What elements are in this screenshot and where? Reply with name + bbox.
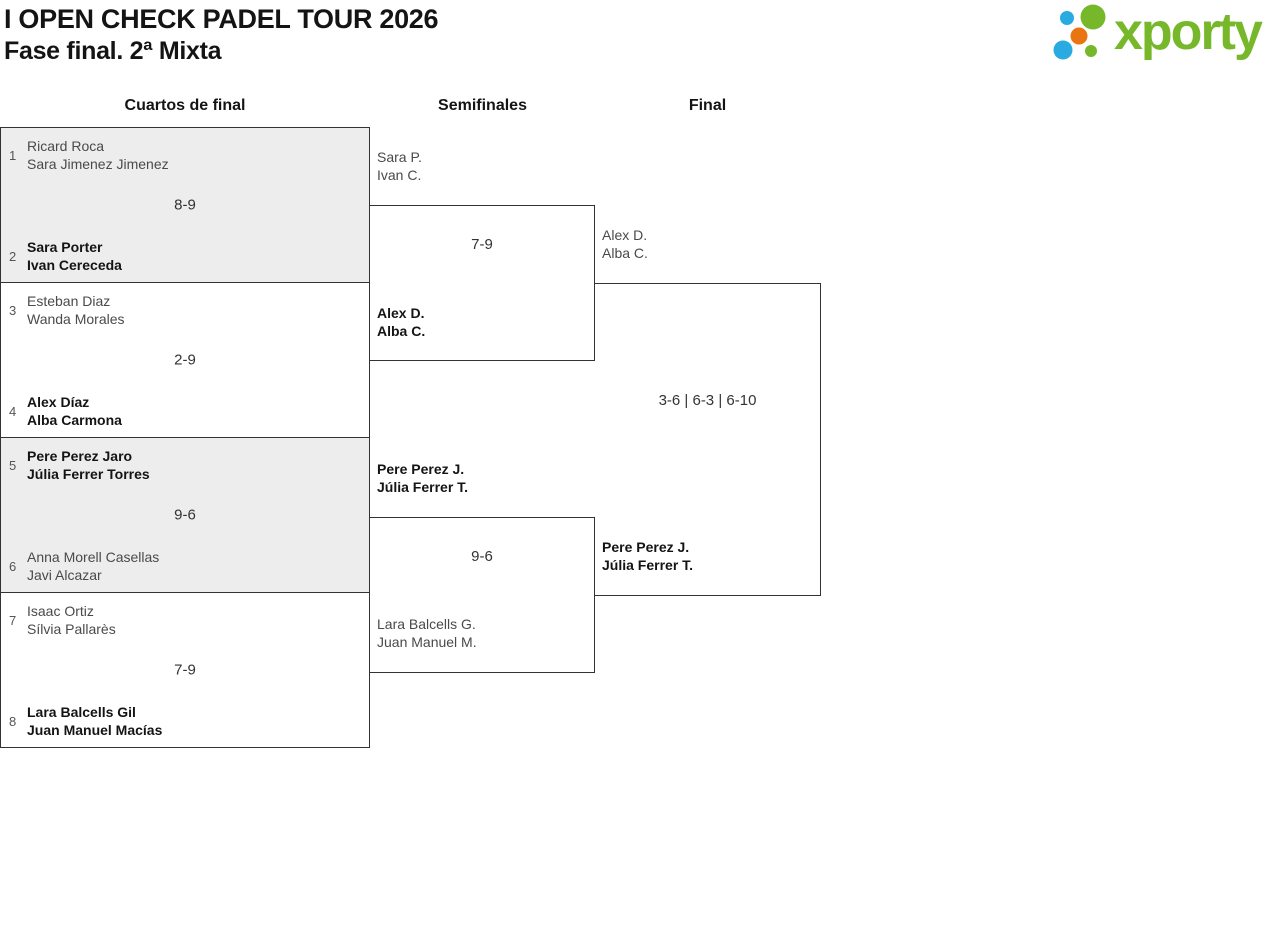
sf1-team-bottom-label: Alex D.Alba C. — [377, 305, 426, 339]
sf2-team-bottom-label: Lara Balcells G.Juan Manuel M. — [377, 616, 477, 650]
seed-number: 4 — [9, 403, 17, 419]
header-title-block: I OPEN CHECK PADEL TOUR 2026 Fase final.… — [4, 2, 439, 67]
sf1-score: 7-9 — [471, 236, 493, 253]
seed-number: 6 — [9, 558, 17, 574]
final-team-top-label: Alex D.Alba C. — [602, 227, 648, 261]
sf1-team-top-label: Sara P.Ivan C. — [377, 149, 422, 183]
seed-number: 1 — [9, 147, 17, 163]
round-header-final: Final — [688, 97, 727, 114]
seed-number: 5 — [9, 457, 17, 473]
sf2-team-top-label: Pere Perez J.Júlia Ferrer T. — [377, 461, 469, 495]
xporty-logo[interactable]: xporty — [1048, 3, 1274, 69]
final-team-bottom-label: Pere Perez J.Júlia Ferrer T. — [602, 539, 694, 573]
phase-subtitle: Fase final. 2ª Mixta — [4, 37, 222, 65]
match-score: 7-9 — [174, 661, 196, 679]
logo-dot-green-large — [1080, 4, 1106, 30]
xporty-logo-dots-icon — [1053, 4, 1106, 60]
seed-number: 8 — [9, 713, 17, 729]
round-header-quarterfinals: Cuartos de final — [124, 97, 246, 114]
logo-dot-green-small — [1085, 45, 1097, 57]
logo-dot-blue-small — [1060, 11, 1074, 25]
xporty-logo-text: xporty — [1114, 3, 1263, 61]
seed-number: 3 — [9, 302, 17, 318]
seed-number: 7 — [9, 612, 17, 628]
logo-dot-blue-large — [1053, 40, 1073, 60]
round-header-semifinals: Semifinales — [438, 97, 527, 114]
final-score: 3-6 | 6-3 | 6-10 — [658, 392, 757, 409]
logo-dot-orange — [1070, 27, 1088, 45]
seed-number: 2 — [9, 248, 17, 264]
final-box — [594, 283, 821, 596]
tournament-title: I OPEN CHECK PADEL TOUR 2026 — [4, 4, 439, 34]
match-score: 9-6 — [174, 506, 196, 524]
match-score: 2-9 — [174, 351, 196, 369]
match-score: 8-9 — [174, 196, 196, 214]
sf2-score: 9-6 — [471, 548, 493, 565]
